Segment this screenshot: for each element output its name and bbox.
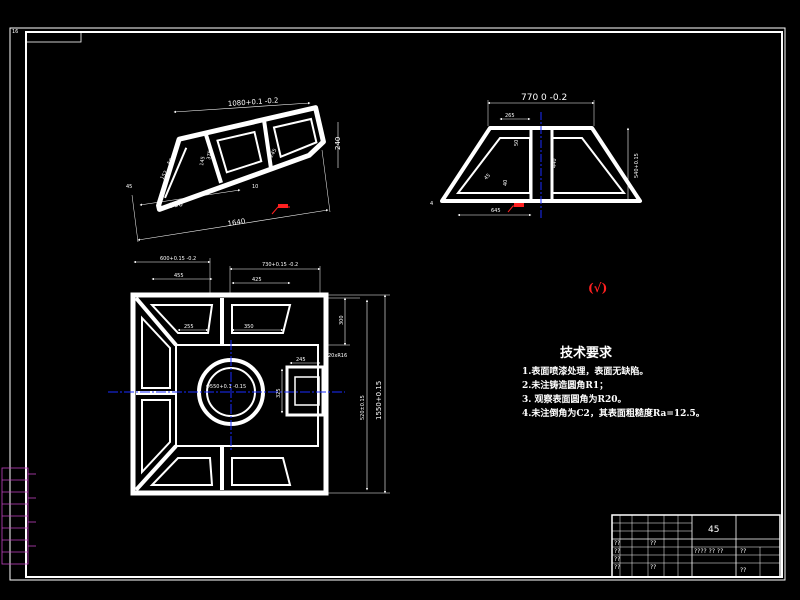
inclined-view: 1080+0.1 -0.2 790 1640 240 45 152 50 145… — [126, 96, 342, 243]
tech-requirements: 技术要求 1.表面喷漆处理，表面无缺陷。 2.未注铸造圆角R1； 3. 观察表面… — [522, 345, 705, 419]
sect-dim-top: 770 0 -0.2 — [521, 93, 567, 103]
outer-frame — [9, 27, 786, 581]
tb-scale-marks: ???? ?? ?? — [694, 548, 723, 555]
plan-dim-top-outer: 600+0.15 -0.2 — [160, 256, 196, 262]
sect-dim-angle: 45 — [483, 173, 492, 182]
plan-dim-top-a: 455 — [174, 273, 184, 279]
tb-cell-2: ?? — [650, 540, 656, 547]
plan-dim-right-a: 300 — [339, 315, 345, 325]
incl-dim-left-pad: 152 — [160, 170, 170, 181]
plan-dim-side-inner: 520±0.15 — [360, 395, 366, 420]
tech-title: 技术要求 — [560, 345, 613, 361]
section-view: 770 0 -0.2 265 50 440 540+0.15 40 4 45 6… — [430, 93, 642, 220]
sect-dim-mid: 40 — [503, 180, 509, 186]
tech-item-1: 1.表面喷漆处理，表面无缺陷。 — [522, 365, 648, 377]
incl-dim-web-b: 375 — [206, 150, 214, 160]
inner-frame — [25, 31, 783, 578]
plan-dim-slot-a: 255 — [184, 324, 194, 330]
plan-dim-tab-h: 325 — [276, 388, 282, 398]
incl-dim-top: 1080+0.1 -0.2 — [228, 96, 279, 108]
plan-view: 600+0.15 -0.2 455 730+0.15 -0.2 425 255 … — [108, 256, 390, 496]
sect-roughness-tag — [514, 203, 524, 207]
tb-cell-4: ?? — [614, 556, 620, 563]
incl-dim-web-c: 245 — [269, 148, 279, 159]
sect-dim-height: 440 — [552, 158, 558, 168]
plan-dim-right-b: 20xR16 — [328, 353, 347, 359]
incl-roughness-tag — [278, 204, 288, 208]
sect-dim-height-outer: 540+0.15 — [634, 153, 640, 178]
tech-item-2: 2.未注铸造圆角R1； — [522, 379, 608, 391]
corner-box — [25, 31, 82, 43]
tb-bottom-right: ?? — [740, 567, 746, 574]
plan-dim-top-c: 425 — [252, 277, 262, 283]
plan-dim-slot-b: 350 — [244, 324, 254, 330]
incl-dim-angle-left: 45 — [126, 184, 132, 190]
roughness-symbol: (√) — [588, 281, 607, 295]
incl-dim-right: 240 — [334, 137, 342, 150]
incl-dim-bottom-inner: 790 — [169, 200, 183, 210]
incl-dim-web-a: 145 — [199, 156, 207, 166]
tb-cell-3: ?? — [614, 548, 620, 555]
plan-dim-side-outer: 1550+0.15 — [375, 381, 383, 420]
layer-legend — [1, 467, 36, 565]
incl-roughness-mark — [271, 206, 290, 215]
title-block: 45 ???? ?? ?? ?? ?? ?? ?? ?? ?? ?? ?? — [611, 514, 781, 578]
sect-dim-rib: 50 — [514, 140, 520, 146]
sect-dim-left: 4 — [430, 201, 433, 207]
sect-dim-top-inner: 265 — [505, 113, 515, 119]
tb-cell-1: ?? — [614, 540, 620, 547]
incl-dim-left-small: 50 — [167, 157, 175, 166]
plan-dim-top-b: 730+0.15 -0.2 — [262, 262, 298, 268]
plan-dim-tab-w: 245 — [296, 357, 306, 363]
tech-item-4: 4.未注倒角为C2，其表面粗糙度Ra=12.5。 — [522, 407, 705, 419]
tb-drawing-code: ?? — [740, 548, 746, 555]
incl-dim-bottom-outer: 1640 — [227, 217, 246, 228]
tb-cell-5: ?? — [614, 564, 620, 571]
tb-cell-6: ?? — [650, 564, 656, 571]
tech-item-3: 3. 观察表面圆角为R20。 — [522, 393, 627, 405]
plan-dim-hole: Φ550+0.1 -0.15 — [206, 384, 246, 390]
sect-dim-bottom: 645 — [491, 208, 501, 214]
corner-mark: 16 — [12, 29, 18, 35]
tb-material: 45 — [708, 525, 719, 535]
incl-dim-gap: 10 — [252, 184, 258, 190]
